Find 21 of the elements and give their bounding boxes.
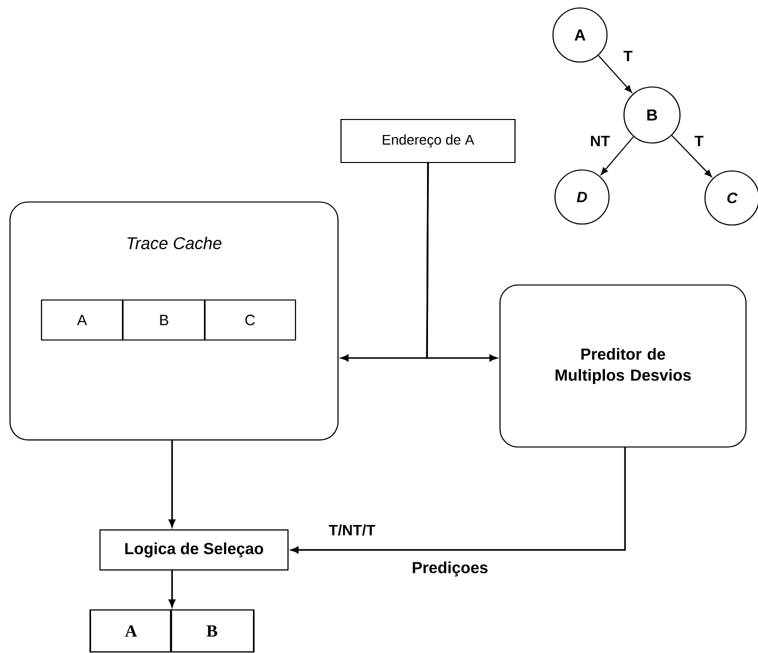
signal-label: Prediçoes bbox=[412, 562, 488, 576]
arrow bbox=[290, 448, 626, 554]
output-cell: B bbox=[170, 609, 254, 653]
edge-label: NT bbox=[589, 134, 611, 148]
selection-logic-box: Logica de Seleçao bbox=[99, 529, 289, 571]
edge-label: T bbox=[693, 134, 705, 148]
edge-label: T/NT/T bbox=[328, 523, 376, 537]
output-cell: A bbox=[90, 609, 172, 653]
trace-cell: C bbox=[204, 299, 296, 341]
arrow bbox=[168, 440, 176, 528]
trace-cell: B bbox=[122, 299, 206, 341]
trace-cell: A bbox=[40, 299, 124, 341]
arrow bbox=[671, 135, 712, 178]
edge-label: T bbox=[622, 50, 634, 62]
address-box: Endereço de A bbox=[340, 118, 516, 164]
output-row bbox=[89, 609, 255, 653]
arrow bbox=[426, 163, 498, 362]
arrow bbox=[598, 55, 632, 93]
predictor-box: Preditor de Multiplos Desvios bbox=[499, 284, 747, 448]
arrow bbox=[168, 570, 176, 608]
arrow bbox=[600, 136, 634, 175]
